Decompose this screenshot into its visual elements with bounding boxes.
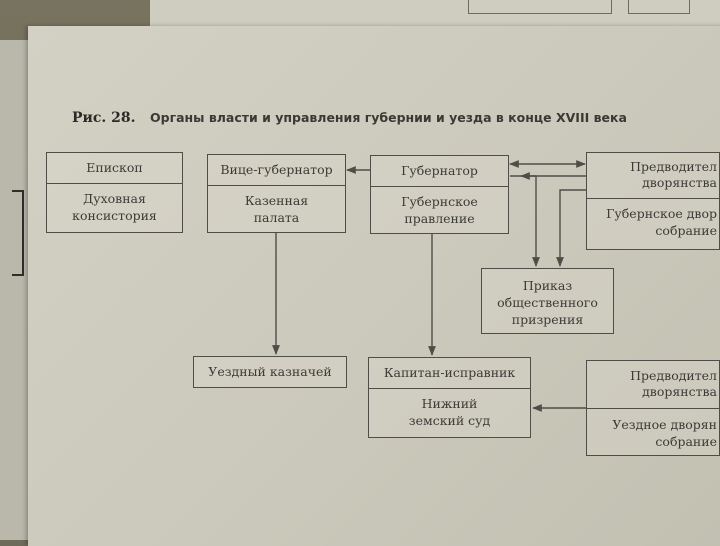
book-page — [28, 26, 720, 546]
top-clipped-box-small — [628, 0, 690, 14]
box-header: Предводител дворянства — [587, 153, 719, 199]
box-predvoditel-gub: Предводител дворянства Губернское двор с… — [586, 152, 720, 250]
box-header: Предводител дворянства — [587, 361, 719, 409]
figure-title: Рис. 28. Органы власти и управления губе… — [72, 110, 627, 126]
box-header: Епископ — [47, 153, 182, 184]
box-body: Духовная консистория — [72, 191, 157, 223]
box-kapitan: Капитан-исправник Нижний земский суд — [368, 357, 531, 438]
box-episkop: Епископ Духовная консистория — [46, 152, 183, 233]
box-body: Губернское правление — [401, 194, 478, 226]
box-predvoditel-uezd: Предводител дворянства Уездное дворян со… — [586, 360, 720, 456]
left-bracket-mark — [12, 190, 24, 276]
box-body: Губернское двор собрание — [606, 206, 717, 238]
box-vice-gubernator: Вице-губернатор Казенная палата — [207, 154, 346, 233]
top-clipped-box — [468, 0, 612, 14]
box-body: Нижний земский суд — [408, 396, 491, 428]
box-body: Уездное дворян собрание — [612, 417, 717, 449]
box-body: Казенная палата — [244, 193, 309, 225]
left-page-edge — [0, 40, 28, 540]
arrow-gubernator-to-prikaz — [510, 175, 540, 267]
arrow-predvoditel-to-prikaz — [556, 189, 586, 267]
box-prikaz: Приказ общественного призрения — [481, 268, 614, 334]
figure-number: Рис. 28. — [72, 110, 136, 126]
figure-caption: Органы власти и управления губернии и уе… — [150, 110, 627, 125]
box-kaznachei: Уездный казначей — [193, 356, 347, 388]
box-gubernator: Губернатор Губернское правление — [370, 155, 509, 234]
box-header: Вице-губернатор — [208, 155, 345, 186]
box-header: Капитан-исправник — [369, 358, 530, 389]
box-header: Губернатор — [371, 156, 508, 187]
